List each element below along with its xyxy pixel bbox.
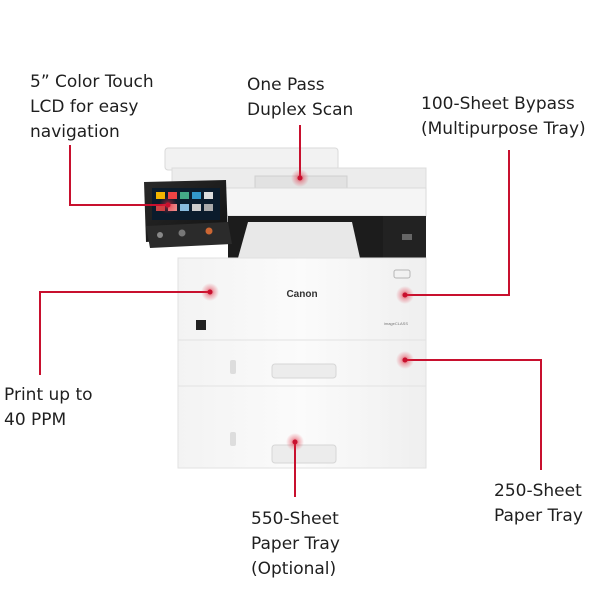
output-bay xyxy=(228,216,426,258)
callout-tray250-line-2: Paper Tray xyxy=(494,506,583,526)
brand-logo: Canon xyxy=(286,289,317,300)
ppm-callout-line xyxy=(39,291,210,375)
callout-tray550: 550-Sheet Paper Tray (Optional) xyxy=(251,507,340,582)
model-label: imageCLASS xyxy=(384,321,408,326)
callout-lcd-line-1: 5” Color Touch xyxy=(30,72,154,92)
callout-tray250: 250-Sheet Paper Tray xyxy=(494,479,583,529)
callout-bypass: 100-Sheet Bypass (Multipurpose Tray) xyxy=(421,92,586,142)
callout-lcd: 5” Color Touch LCD for easy navigation xyxy=(30,70,154,145)
lcd-callout-line xyxy=(69,145,168,206)
tray250-callout-line xyxy=(405,359,542,470)
callout-duplex-line-1: One Pass xyxy=(247,75,325,95)
callout-ppm-line-2: 40 PPM xyxy=(4,410,67,430)
callout-ppm: Print up to 40 PPM xyxy=(4,383,93,433)
callout-duplex-line-2: Duplex Scan xyxy=(247,100,354,120)
control-panel xyxy=(144,180,232,248)
callout-tray550-line-1: 550-Sheet xyxy=(251,509,339,529)
standard-paper-tray xyxy=(177,339,427,387)
callout-markers xyxy=(159,169,414,451)
callout-bypass-line-1: 100-Sheet Bypass xyxy=(421,94,575,114)
callout-lines xyxy=(39,125,542,497)
callout-ppm-line-1: Print up to xyxy=(4,385,93,405)
callout-lcd-line-2: LCD for easy xyxy=(30,97,139,117)
callout-bypass-line-2: (Multipurpose Tray) xyxy=(421,119,586,139)
printer-main-body xyxy=(177,257,427,341)
callout-duplex: One Pass Duplex Scan xyxy=(247,73,353,123)
callout-tray550-line-2: Paper Tray xyxy=(251,534,340,554)
callout-lcd-line-3: navigation xyxy=(30,122,120,142)
optional-paper-tray xyxy=(177,385,427,469)
callout-tray550-line-3: (Optional) xyxy=(251,559,337,579)
callout-tray250-line-1: 250-Sheet xyxy=(494,481,582,501)
bypass-callout-line xyxy=(405,150,510,296)
